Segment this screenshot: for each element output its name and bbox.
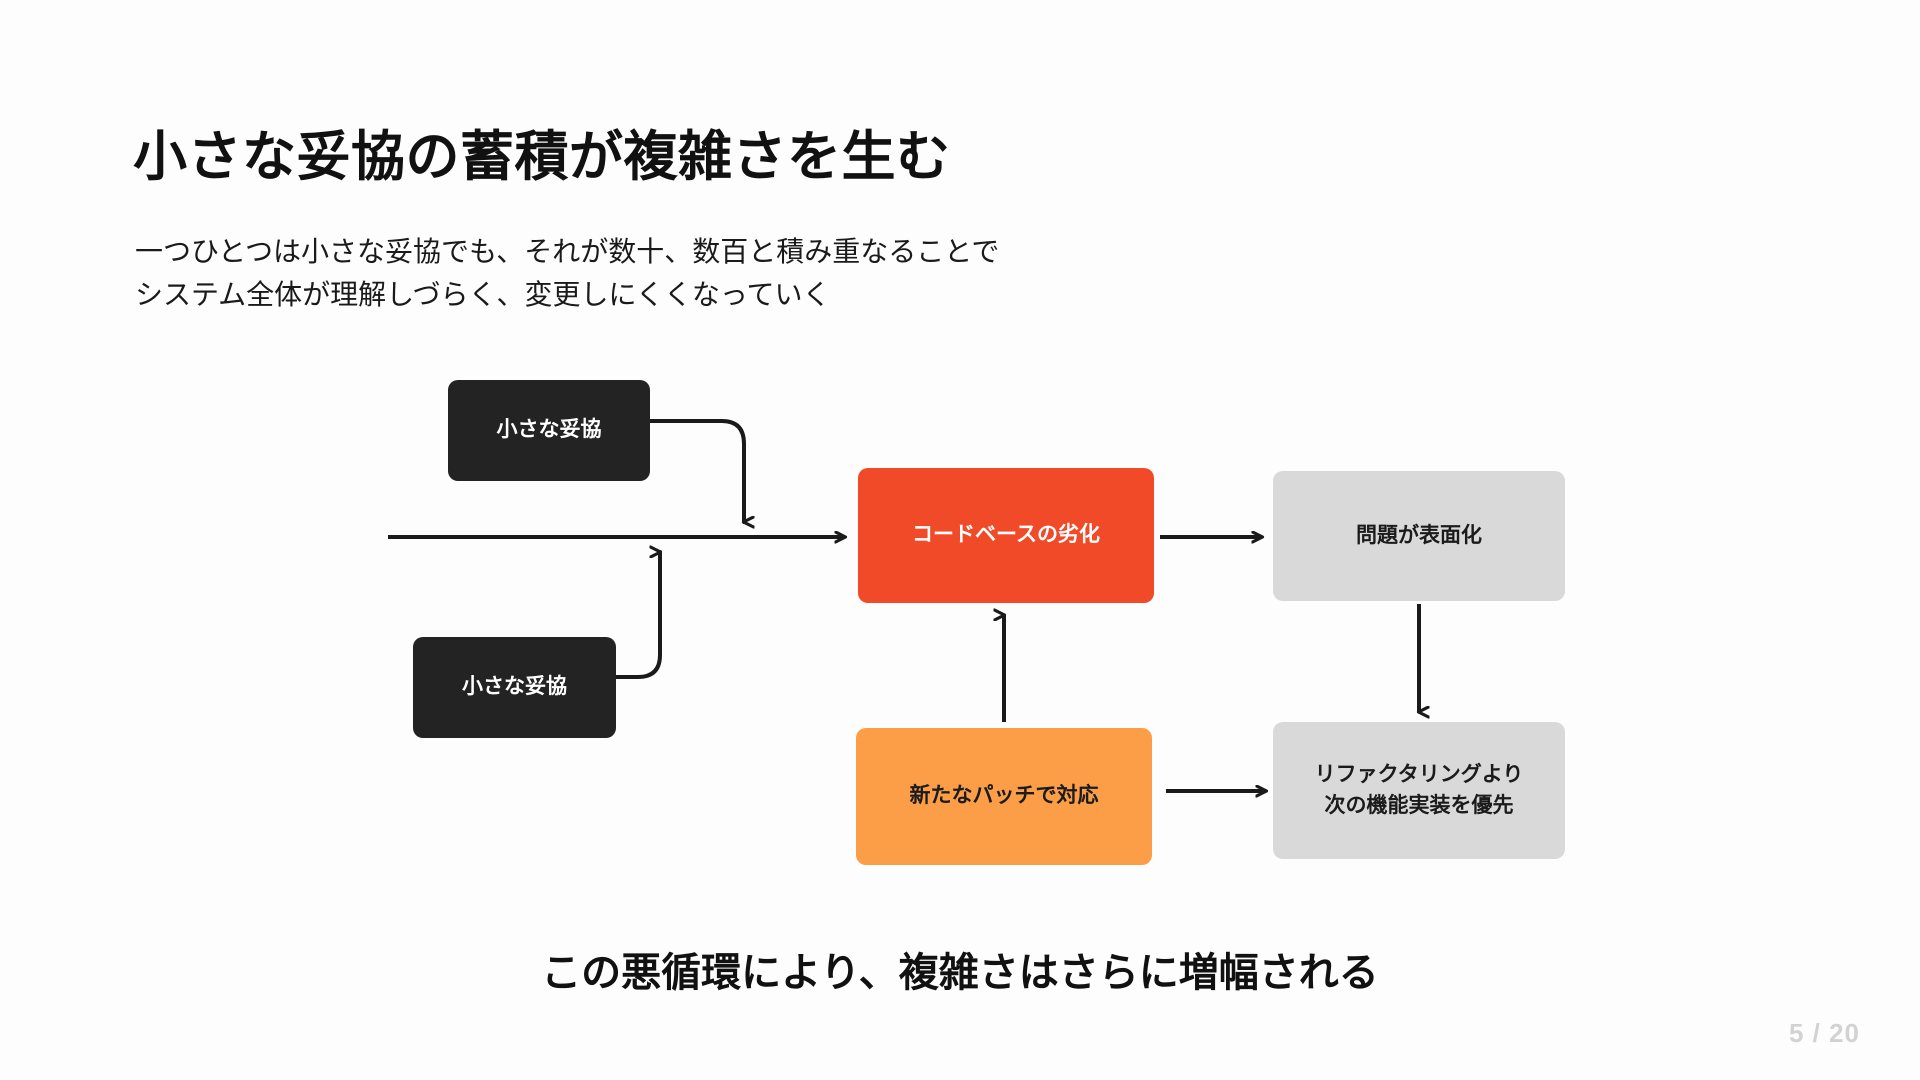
node-label: 小さな妥協 (462, 675, 567, 699)
node-label: コードベースの劣化 (912, 523, 1100, 547)
node-compromise-top[interactable]: 小さな妥協 (448, 380, 650, 481)
subtitle-line-1: 一つひとつは小さな妥協でも、それが数十、数百と積み重なることで (135, 236, 1000, 267)
node-compromise-bottom[interactable]: 小さな妥協 (413, 637, 616, 738)
edge-compromise-bottom-to-flow (614, 552, 660, 679)
node-prioritize-next[interactable]: リファクタリングより 次の機能実装を優先 (1273, 722, 1565, 859)
node-new-patch[interactable]: 新たなパッチで対応 (856, 728, 1152, 865)
slide-subtitle: 一つひとつは小さな妥協でも、それが数十、数百と積み重なることで システム全体が理… (135, 230, 999, 317)
node-code-rot[interactable]: コードベースの劣化 (858, 468, 1154, 603)
page-number: 5 / 20 (1788, 1018, 1860, 1048)
page-title: 小さな妥協の蓄積が複雑さを生む (133, 127, 951, 187)
node-label: 小さな妥協 (496, 418, 602, 442)
node-label: リファクタリングより 次の機能実装を優先 (1315, 760, 1524, 821)
edge-compromise-top-to-flow (648, 419, 744, 522)
node-problem-surfaces[interactable]: 問題が表面化 (1273, 471, 1565, 601)
subtitle-line-2: システム全体が理解しづらく、変更しにくくなっていく (135, 279, 831, 311)
node-label-line-2: 次の機能実装を優先 (1324, 793, 1514, 817)
summary-caption: この悪循環により、複雑さはさらに増幅される (541, 951, 1379, 995)
node-label: 問題が表面化 (1356, 523, 1482, 547)
node-label: 新たなパッチで対応 (909, 784, 1099, 808)
node-label-line-1: リファクタリングより (1314, 763, 1524, 787)
